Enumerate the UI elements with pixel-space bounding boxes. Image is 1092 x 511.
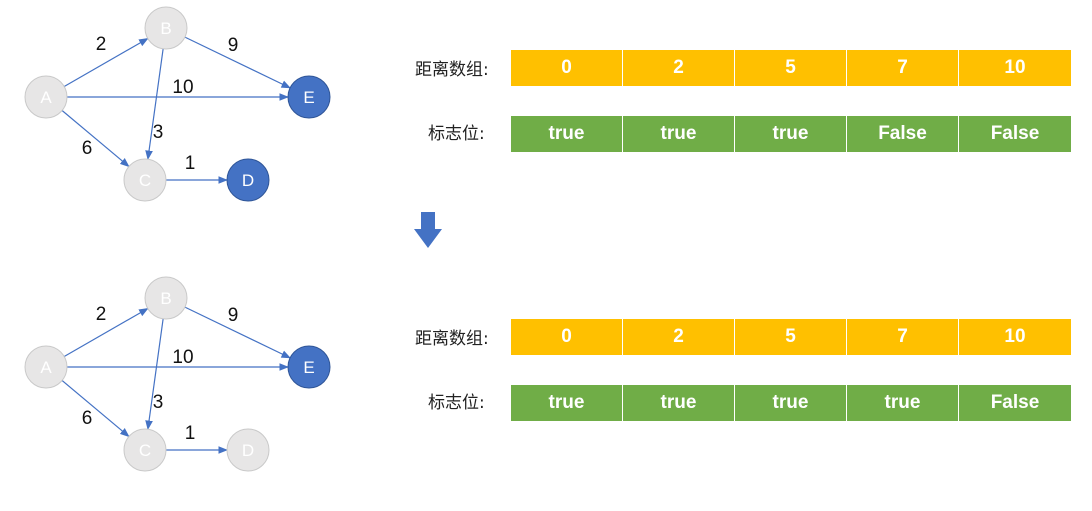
flag-cell-e: False [959,116,1071,152]
distance-cell-e: 10 [959,50,1071,86]
distance-array-step-1: 0 2 5 7 10 [511,50,1071,86]
distance-array-step-2: 0 2 5 7 10 [511,319,1071,355]
edge-weight-a-e: 10 [172,77,193,98]
flag-cell-c: true [735,116,847,152]
edge-b-c [145,318,164,431]
flag-cell-d: False [847,116,959,152]
node-d [226,158,270,202]
distance-cell-e: 10 [959,319,1071,355]
node-a [24,345,68,389]
edge-weight-a-c: 6 [82,138,93,159]
flag-cell-c: true [735,385,847,421]
distance-array-label: 距离数组: [415,329,489,349]
distance-cell-b: 2 [623,50,735,86]
node-label-e: E [303,358,314,377]
node-label-b: B [160,289,171,308]
edge-a-c [61,110,130,168]
node-d [226,428,270,472]
edge-b-e [184,36,291,89]
edge-weight-a-b: 2 [96,34,107,55]
edge-weight-c-d: 1 [185,423,196,444]
flag-cell-b: true [623,385,735,421]
node-label-d: D [242,171,254,190]
edge-weight-a-e: 10 [172,347,193,368]
flag-array-step-2: true true true true False [511,385,1071,421]
flag-array-step-1: true true true False False [511,116,1071,152]
node-c [123,158,167,202]
distance-cell-c: 5 [735,319,847,355]
flag-cell-b: true [623,116,735,152]
down-arrow-icon [414,212,442,248]
distance-cell-a: 0 [511,319,623,355]
flag-label: 标志位: [428,393,485,413]
edge-weight-b-e: 9 [228,305,239,326]
node-label-b: B [160,19,171,38]
edge-weight-b-c: 3 [153,122,164,143]
distance-array-label: 距离数组: [415,60,489,80]
edge-a-b [63,37,149,88]
distance-cell-a: 0 [511,50,623,86]
node-c [123,428,167,472]
edge-weight-b-e: 9 [228,35,239,56]
node-a [24,75,68,119]
edge-weight-a-c: 6 [82,408,93,429]
node-label-d: D [242,441,254,460]
edge-a-b [63,307,149,358]
edge-a-c [61,380,130,438]
edge-weight-c-d: 1 [185,153,196,174]
flag-cell-a: true [511,385,623,421]
flag-cell-a: true [511,116,623,152]
node-e [287,75,331,119]
distance-cell-c: 5 [735,50,847,86]
flag-label: 标志位: [428,124,485,144]
node-label-e: E [303,88,314,107]
flag-cell-d: true [847,385,959,421]
node-label-c: C [139,171,151,190]
node-e [287,345,331,389]
node-b [144,276,188,320]
edge-b-e [184,306,291,359]
node-label-a: A [40,358,52,377]
distance-cell-b: 2 [623,319,735,355]
graph-step-2: 2 9 10 3 6 1 A B C D E [24,276,331,472]
flag-cell-e: False [959,385,1071,421]
edge-b-c [145,48,164,161]
node-label-c: C [139,441,151,460]
edge-weight-b-c: 3 [153,392,164,413]
edge-weight-a-b: 2 [96,304,107,325]
node-label-a: A [40,88,52,107]
graph-step-1: 2 9 10 3 6 1 A B C D E [24,6,331,202]
distance-cell-d: 7 [847,50,959,86]
distance-cell-d: 7 [847,319,959,355]
node-b [144,6,188,50]
